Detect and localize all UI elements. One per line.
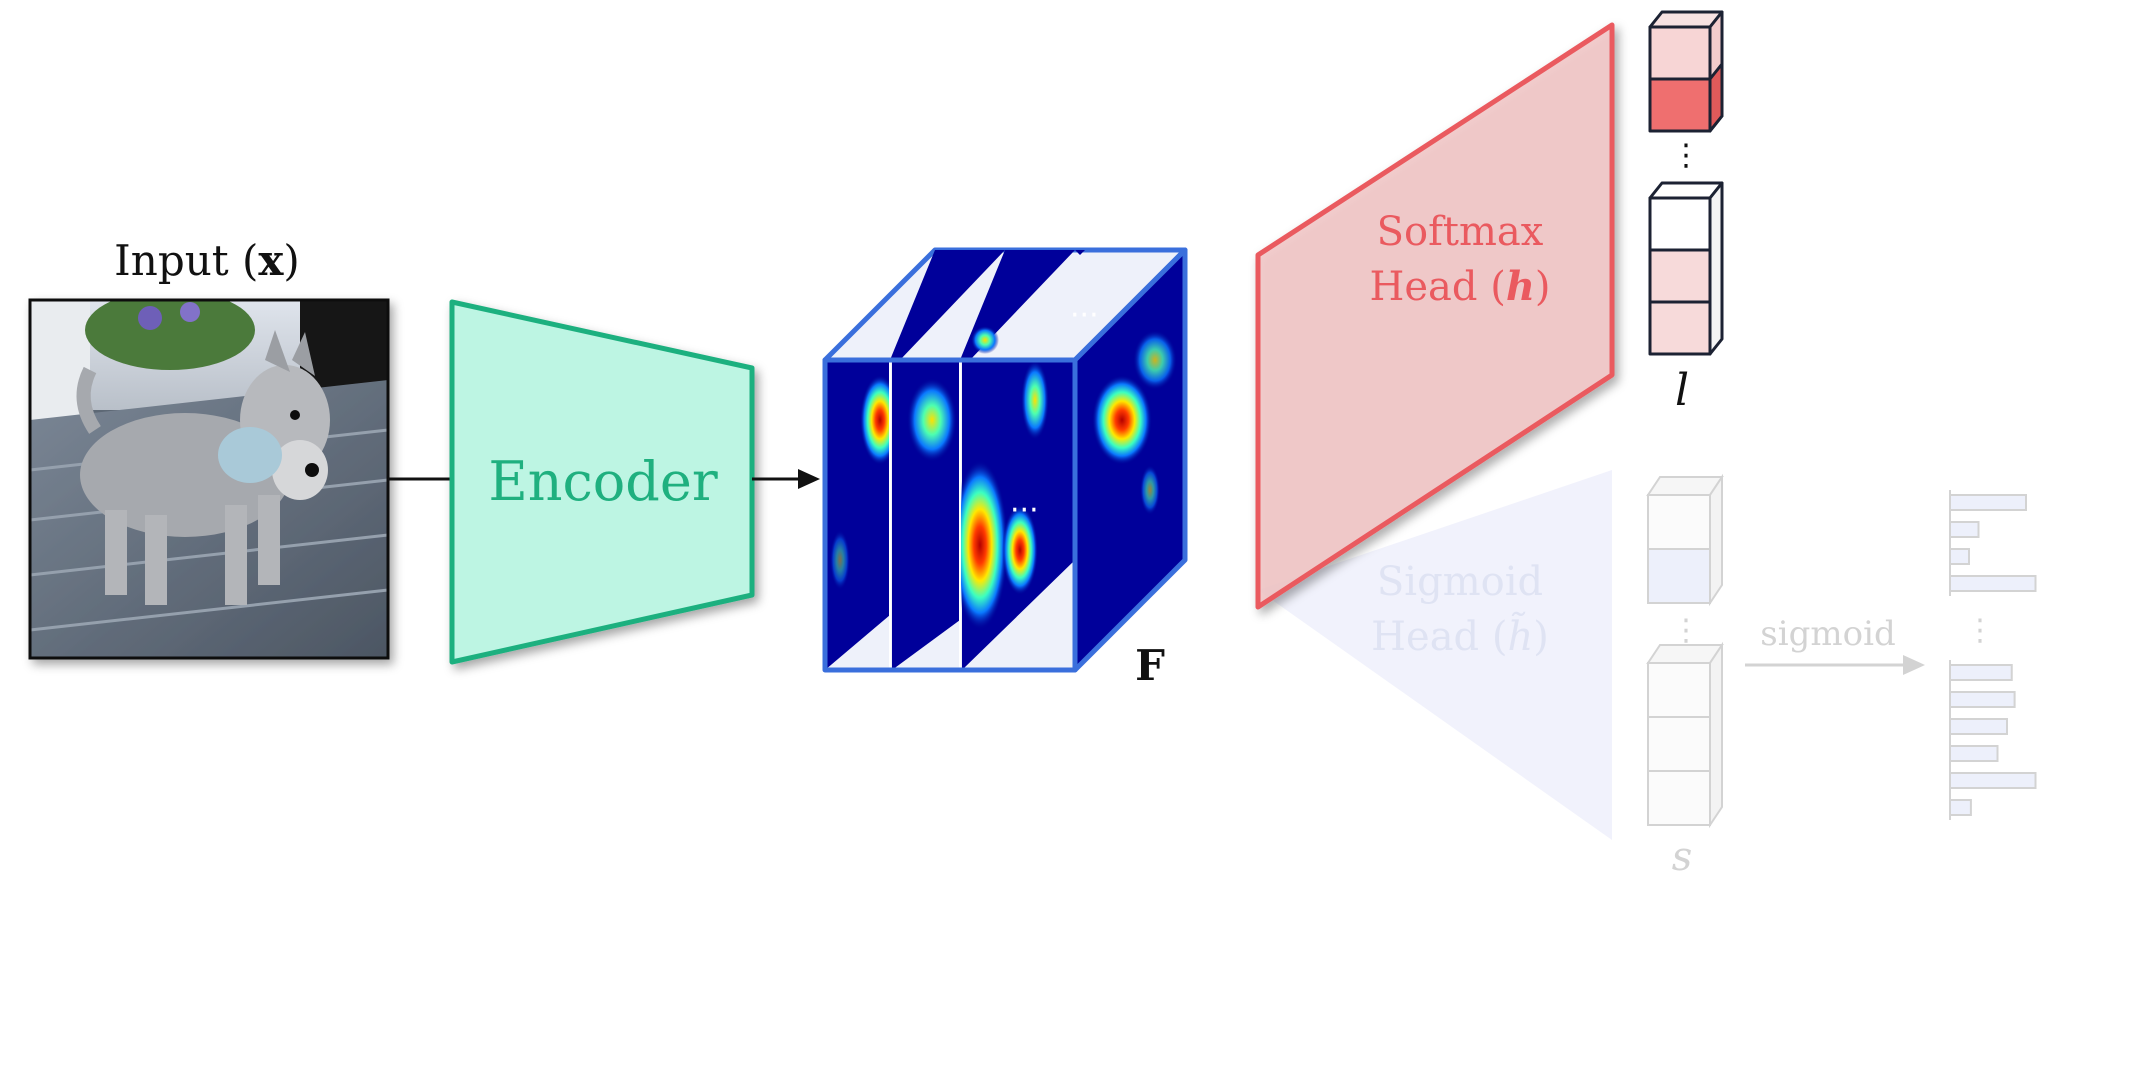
softmax-stack-ellipsis: ⋮ <box>1671 138 1701 173</box>
softmax-head-shape <box>1255 22 1615 610</box>
softmax-head-subtitle: Head (h) <box>1369 263 1550 310</box>
sigmoid-bar <box>1949 772 2037 789</box>
sigmoid-bar <box>1949 691 2016 708</box>
sigmoid-output-stack <box>1646 473 1724 829</box>
sigmoid-bar <box>1949 799 1972 816</box>
feature-channel-3 <box>960 360 1075 670</box>
sigmoid-bar <box>1949 521 1980 538</box>
softmax-output-label: l <box>1675 365 1689 416</box>
input-image-block: Input (x) <box>28 236 390 660</box>
softmax-output-stack-bottom <box>1648 181 1724 356</box>
feature-map-label: F <box>1135 641 1165 690</box>
encoder-output-arrow <box>752 469 820 489</box>
encoder-label: Encoder <box>488 450 717 513</box>
encoder-trapezoid <box>449 299 755 665</box>
sigmoid-bar <box>1949 745 1999 762</box>
sigmoid-head-shape <box>1258 470 1612 840</box>
sigmoid-bar <box>1949 718 2008 735</box>
feature-channel-side <box>1075 250 1185 670</box>
sigmoid-bar <box>1949 575 2037 592</box>
sigmoid-head-subtitle: Head (h̃) <box>1371 611 1549 660</box>
sigmoid-bar <box>1949 494 2027 511</box>
softmax-head-block: Softmax Head (h) ⋮ l <box>1255 10 1724 610</box>
sigmoid-bar <box>1949 548 1970 565</box>
encoder-block: Encoder <box>449 299 755 665</box>
sigmoid-bars-ellipsis: ⋮ <box>1965 613 1995 648</box>
sigmoid-head-block: Sigmoid Head (h̃) ⋮ s sigmoid ⋮ <box>1258 470 2037 880</box>
input-photo <box>28 298 390 660</box>
feature-map-cube: ··· ··· <box>822 247 1188 690</box>
softmax-head-title: Softmax <box>1377 209 1544 255</box>
sigmoid-arrow-label: sigmoid <box>1760 614 1895 654</box>
sigmoid-bar <box>1949 664 2013 681</box>
feature-ellipsis-top: ··· <box>1070 298 1099 333</box>
sigmoid-output-label: s <box>1672 834 1693 880</box>
sigmoid-bars-bottom <box>1949 660 2037 820</box>
feature-ellipsis-front: ··· <box>1010 493 1039 528</box>
sigmoid-stack-ellipsis: ⋮ <box>1671 613 1701 648</box>
feature-channel-1 <box>825 360 890 670</box>
input-label: Input (x) <box>114 236 300 285</box>
sigmoid-arrow-head <box>1903 655 1925 675</box>
softmax-output-stack-top <box>1648 10 1724 133</box>
sigmoid-bars-top <box>1949 490 2037 596</box>
feature-channel-2 <box>892 360 960 670</box>
sigmoid-head-title: Sigmoid <box>1377 559 1543 605</box>
